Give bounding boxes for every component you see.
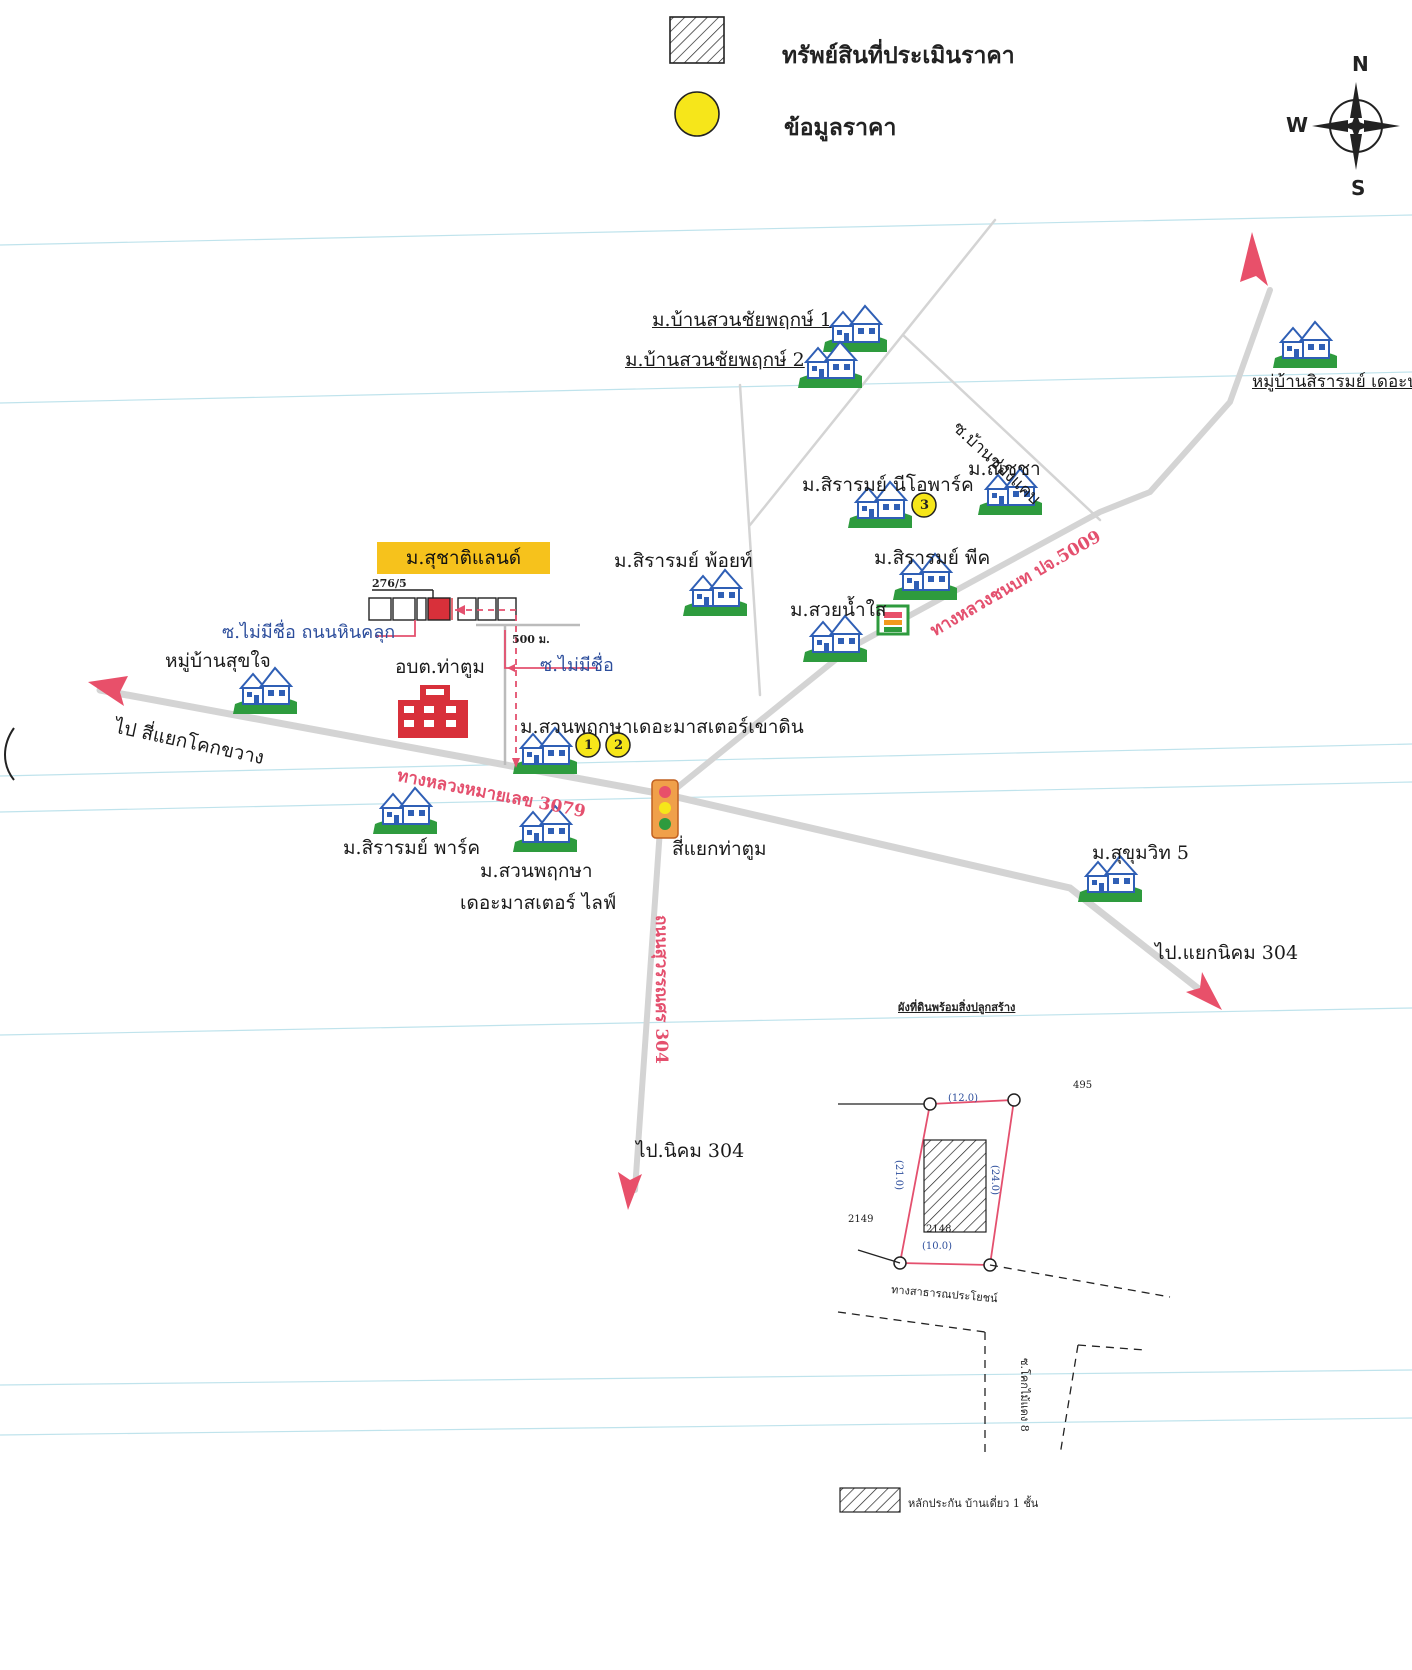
arrow-kok-khwang <box>88 676 128 706</box>
road-pj5009 <box>665 287 1273 798</box>
legend-yellow-circle-icon <box>674 91 720 137</box>
label-soi-no-name-hin-klook: ซ.ไม่มีชื่อ ถนนหินคลุก <box>222 622 396 643</box>
price-point-3: 3 <box>920 498 930 513</box>
scan-mark <box>4 727 15 781</box>
compass-s: S <box>1351 176 1366 200</box>
label-road-304: ถนนสุวรรณศร 304 <box>651 915 671 1064</box>
arrow-north-east <box>1240 232 1268 286</box>
label-sukhumvit-5: ม.สุขุมวิท 5 <box>1092 842 1189 864</box>
road-minor-vertical <box>738 383 762 697</box>
plot-neighbor-left: 2149 <box>848 1214 874 1225</box>
convenience-store-icon <box>876 604 910 636</box>
arrow-nikom-304 <box>618 1172 642 1210</box>
legend-price-data-label: ข้อมูลราคา <box>784 115 897 141</box>
label-ban-suan-chaiyaphruek-2: ม.บ้านสวนชัยพฤกษ์ 2 <box>625 349 805 371</box>
label-tha-tum-intersection: สี่แยกท่าตูม <box>672 838 767 860</box>
label-obt-tha-tum: อบต.ท่าตูม <box>395 656 485 678</box>
price-points <box>575 492 937 758</box>
road-arrows <box>88 232 1268 1210</box>
label-distance-500m: 500 ม. <box>512 633 550 646</box>
road-ban-chong-khaep <box>901 333 1102 522</box>
label-suchart-land: ม.สุชาติแลนด์ <box>377 542 550 574</box>
label-to-yaek-nikom-304: ไป.แยกนิคม 304 <box>1155 942 1299 964</box>
price-point-2: 2 <box>614 738 624 753</box>
plot-bottom-width: (10.0) <box>922 1241 953 1252</box>
route-to-property <box>375 605 598 768</box>
label-suan-phruksa-master-khao-din: ม.สวนพฤกษาเดอะมาสเตอร์เขาดิน <box>520 716 804 738</box>
plot-parcel-no: 2148 <box>926 1224 952 1235</box>
scan-lines <box>0 214 1412 1436</box>
legend-hatch-icon <box>669 16 725 64</box>
house-icon <box>822 305 888 353</box>
traffic-light-icon <box>651 779 679 839</box>
plot-right-depth: (24.0) <box>989 1165 1000 1196</box>
arrow-yaek-nikom <box>1186 972 1222 1010</box>
label-siriram-point: ม.สิรารมย์ พ้อยท์ <box>614 550 753 572</box>
legend-appraised-property-label: ทรัพย์สินที่ประเมินราคา <box>782 43 1015 69</box>
plot-legend: หลักประกัน บ้านเดี่ยว 1 ชั้น <box>908 1497 1039 1510</box>
plot-row <box>368 589 580 765</box>
label-ban-suan-chaiyaphruek-1: ม.บ้านสวนชัยพฤกษ์ 1 <box>652 309 832 331</box>
road-highway-3079 <box>96 686 1204 994</box>
compass-w: W <box>1286 113 1309 137</box>
label-house-no: 276/5 <box>372 577 407 590</box>
label-suay-nam-sai: ม.สวยน้ำใส <box>790 599 887 621</box>
label-moo-ban-siriram: หมู่บ้านสิรารมย์ เดอะบลิ <box>1252 372 1412 392</box>
label-siriram-peak: ม.สิรารมย์ พีค <box>874 547 991 569</box>
label-siriram-park: ม.สิรารมย์ พาร์ค <box>343 837 481 859</box>
compass-icon <box>1312 82 1400 170</box>
label-to-nikom-304: ไป.นิคม 304 <box>636 1140 745 1162</box>
plot-top-width: (12.0) <box>948 1093 979 1104</box>
house-icon <box>682 569 748 617</box>
plot-soi-khok-mai-daeng: ซ.โคกไม้แดง 8 <box>1018 1358 1031 1432</box>
plot-left-depth: (21.0) <box>893 1160 904 1191</box>
house-icon <box>1272 321 1338 369</box>
label-suan-phruksa-line1: ม.สวนพฤกษา <box>480 860 593 882</box>
plot-neighbor-top: 495 <box>1073 1080 1093 1091</box>
label-suan-phruksa-line2: เดอะมาสเตอร์ ไลฟ์ <box>460 892 617 914</box>
office-building-icon <box>398 685 468 738</box>
road-minor-north <box>748 218 997 527</box>
compass-n: N <box>1352 52 1369 76</box>
site-plan <box>837 1093 1171 1513</box>
label-natcha: ม.ณัชชา <box>968 458 1041 480</box>
roads <box>96 218 1273 1193</box>
label-soi-no-name: ซ.ไม่มีชื่อ <box>540 655 614 676</box>
plot-title: ผังที่ดินพร้อมสิ่งปลูกสร้าง <box>898 1001 1016 1014</box>
road-304 <box>632 797 665 1193</box>
label-siriram-neo-park: ม.สิรารมย์ นีโอพาร์ค <box>802 474 974 496</box>
price-point-1: 1 <box>584 738 594 753</box>
label-moo-ban-suk-jai: หมู่บ้านสุขใจ <box>165 650 271 672</box>
